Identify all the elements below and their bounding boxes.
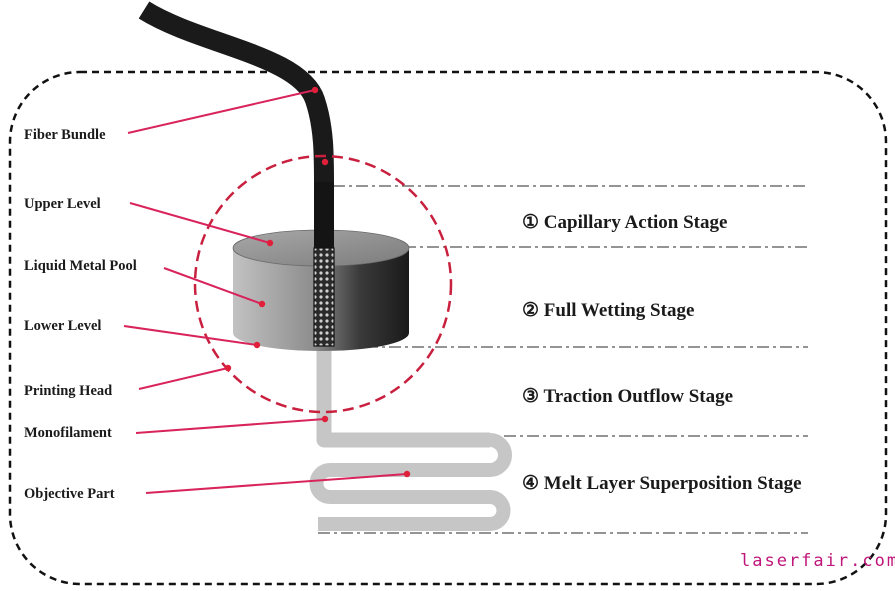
fiber-bundle (138, 1, 335, 201)
label-upper-level: Upper Level (24, 196, 101, 212)
watermark-text: laserfair.com (740, 551, 895, 571)
dot-objective-part (403, 470, 411, 478)
dot-fiber-bundle (311, 86, 319, 94)
leader-objective-part (145, 473, 408, 494)
dot-monofilament (321, 415, 329, 423)
leader-fiber-bundle (127, 89, 316, 134)
fiber-bundle-lower (314, 182, 334, 248)
dot-upper-level (266, 239, 274, 247)
leader-endpoints (224, 86, 411, 478)
objective-part-shape (309, 433, 512, 531)
stage-label-capillary-action: ① Capillary Action Stage (522, 212, 727, 233)
label-monofilament: Monofilament (24, 425, 112, 441)
dot-printing-head (224, 364, 232, 372)
label-fiber-bundle: Fiber Bundle (24, 127, 106, 143)
leader-lines (123, 89, 408, 494)
printing-head-circle (193, 154, 453, 414)
label-objective-part: Objective Part (24, 486, 115, 502)
monofilament-path (316, 345, 490, 448)
dot-liquid-metal-pool (258, 300, 266, 308)
label-lower-level: Lower Level (24, 318, 101, 334)
stage-label-traction-outflow: ③ Traction Outflow Stage (522, 386, 733, 407)
leader-lower-level (123, 325, 258, 346)
label-liquid-metal-pool: Liquid Metal Pool (24, 258, 137, 274)
leader-liquid-metal-pool (163, 267, 263, 305)
dot-lower-level (253, 341, 261, 349)
leader-printing-head (138, 367, 229, 390)
stage-label-full-wetting: ② Full Wetting Stage (522, 300, 694, 321)
dot-fiber-junction (321, 158, 329, 166)
leader-upper-level (129, 202, 271, 244)
fiber-in-pool-dotted (313, 247, 335, 347)
stage-label-melt-layer-superposition: ④ Melt Layer Superposition Stage (522, 473, 802, 494)
leader-monofilament (135, 418, 326, 434)
label-printing-head: Printing Head (24, 383, 112, 399)
outer-dashed-border (8, 70, 888, 586)
